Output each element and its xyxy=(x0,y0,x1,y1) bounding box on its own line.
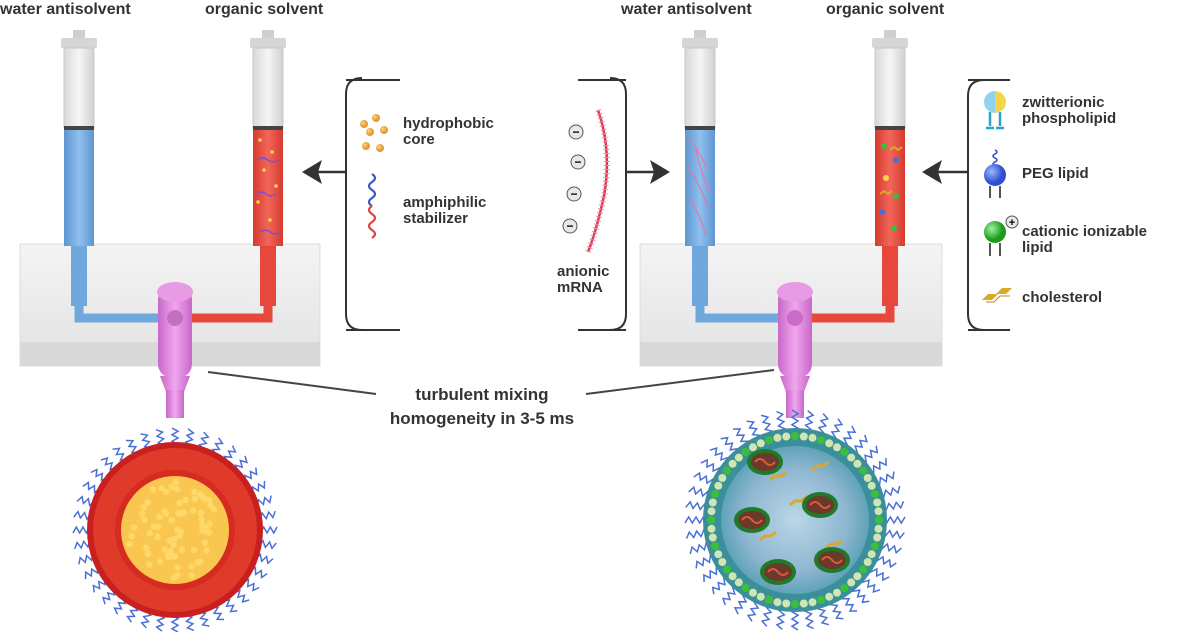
mrna-arrow xyxy=(626,160,670,184)
mrna-label-line: mRNA xyxy=(557,280,610,296)
legend-hydrophobic-core: hydrophobic core xyxy=(403,116,494,148)
zwitterionic-phospholipid-icon xyxy=(984,91,1006,128)
svg-text:+: + xyxy=(1009,217,1015,229)
left-water-title: water antisolvent xyxy=(0,2,131,18)
legend-label-line: core xyxy=(403,132,494,148)
right-mixer xyxy=(640,30,942,418)
svg-text:−: − xyxy=(572,125,579,139)
left-organic-title: organic solvent xyxy=(205,2,323,18)
mrna-strand-icon xyxy=(588,110,607,252)
legend-label-line: amphiphilic xyxy=(403,195,486,211)
lipid-nanoparticle xyxy=(685,410,905,630)
legend-label-line: PEG lipid xyxy=(1022,166,1089,182)
leader-line-right xyxy=(586,370,774,394)
amphiphilic-stabilizer-icon xyxy=(369,174,375,238)
right-organic-title: organic solvent xyxy=(826,2,944,18)
hydrophobic-core-icon xyxy=(360,114,388,152)
turbulent-mixing-label: turbulent mixing homogeneity in 3-5 ms xyxy=(362,383,602,431)
legend-amphiphilic-stabilizer: amphiphilic stabilizer xyxy=(403,195,486,227)
svg-text:−: − xyxy=(570,187,577,201)
left-mixing-chamber xyxy=(157,282,193,418)
legend-label-line: lipid xyxy=(1022,240,1147,256)
mixing-line-2: homogeneity in 3-5 ms xyxy=(362,407,602,431)
right-water-title: water antisolvent xyxy=(621,2,752,18)
mixing-line-1: turbulent mixing xyxy=(362,383,602,407)
legend-label-line: stabilizer xyxy=(403,211,486,227)
legend-peg-lipid: PEG lipid xyxy=(1022,166,1089,182)
cationic-ionizable-lipid-icon: + xyxy=(984,216,1018,256)
legend-label-line: zwitterionic xyxy=(1022,95,1116,111)
polymeric-nanoparticle xyxy=(73,428,277,632)
anionic-charge-icons: − − − − xyxy=(563,125,585,233)
legend-label-line: cholesterol xyxy=(1022,290,1102,306)
svg-text:−: − xyxy=(574,155,581,169)
anionic-mrna-label: anionic mRNA xyxy=(557,264,610,296)
peg-lipid-icon xyxy=(984,150,1006,198)
right-arrow xyxy=(922,160,968,184)
legend-label-line: hydrophobic xyxy=(403,116,494,132)
cholesterol-icon xyxy=(982,288,1012,302)
leader-line-left xyxy=(208,372,376,394)
legend-label-line: phospholipid xyxy=(1022,111,1116,127)
legend-cationic-ionizable-lipid: cationic ionizable lipid xyxy=(1022,224,1147,256)
left-arrow xyxy=(302,160,346,184)
left-mixer xyxy=(20,30,320,418)
legend-cholesterol: cholesterol xyxy=(1022,290,1102,306)
mrna-label-line: anionic xyxy=(557,264,610,280)
legend-zwitterionic-phospholipid: zwitterionic phospholipid xyxy=(1022,95,1116,127)
legend-label-line: cationic ionizable xyxy=(1022,224,1147,240)
right-mixing-chamber xyxy=(777,282,813,418)
svg-text:−: − xyxy=(566,219,573,233)
